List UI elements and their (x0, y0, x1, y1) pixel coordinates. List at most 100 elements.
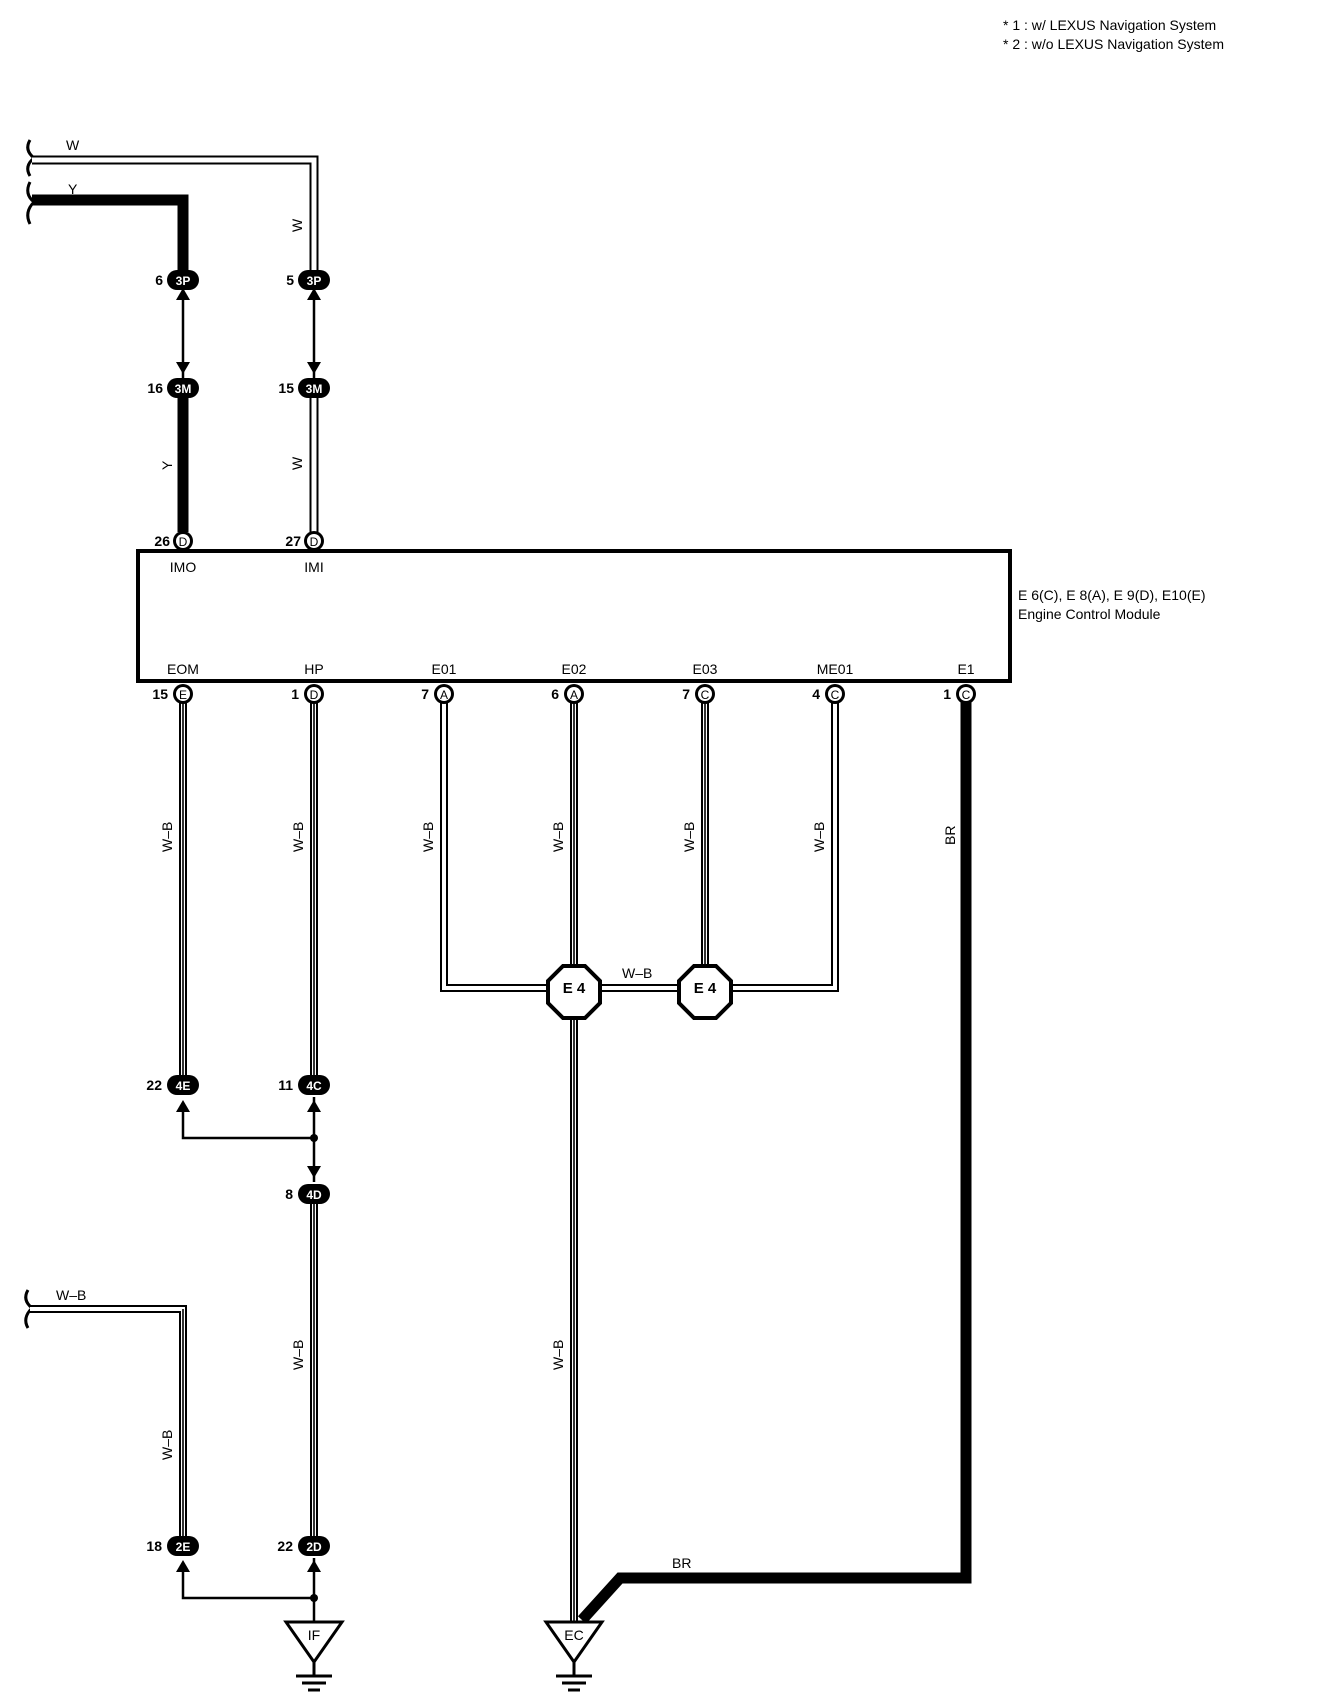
terminal-imo: IMO (170, 559, 197, 575)
wire-label-br-1: BR (942, 826, 958, 845)
arrow-up (176, 1100, 190, 1112)
svg-text:4E: 4E (176, 1079, 191, 1093)
note-1: * 1 : w/ LEXUS Navigation System (1003, 17, 1216, 33)
pin-26: 26 (154, 533, 170, 549)
wire-label-wb-eom: W–B (159, 822, 175, 852)
wire-label-wb-junction: W–B (622, 965, 652, 981)
wire-label-y-1: Y (68, 181, 78, 197)
terminal-me01: ME01 (817, 661, 854, 677)
connector-d-imo: D (173, 531, 193, 551)
wire-label-y-2: Y (159, 460, 175, 470)
svg-text:D: D (179, 535, 188, 549)
connector-c-e1: C (956, 684, 976, 704)
connector-e-eom: E (173, 684, 193, 704)
svg-text:D: D (310, 688, 319, 702)
pin-18-2e: 18 (146, 1538, 162, 1554)
connector-a-e01: A (434, 684, 454, 704)
terminal-imi: IMI (304, 559, 323, 575)
svg-text:C: C (831, 688, 840, 702)
connector-3p-left: 3P (167, 270, 199, 290)
terminal-e01: E01 (432, 661, 457, 677)
connector-3m-right: 3M (298, 378, 330, 398)
wire-y-top (32, 194, 189, 270)
pin-4-me01: 4 (812, 686, 820, 702)
arrow-up (176, 1560, 190, 1572)
link-4e-4c (181, 1108, 314, 1140)
svg-text:IF: IF (308, 1627, 320, 1643)
connector-4d: 4D (298, 1184, 330, 1204)
wire-label-wb-left-1: W–B (56, 1287, 86, 1303)
svg-text:3P: 3P (176, 274, 191, 288)
pin-8-4d: 8 (285, 1186, 293, 1202)
wire-label-w-1: W (66, 137, 80, 153)
wire-label-w-2: W (289, 218, 305, 232)
svg-text:4C: 4C (306, 1079, 322, 1093)
svg-text:2D: 2D (306, 1540, 322, 1554)
connector-a-e02: A (564, 684, 584, 704)
pin-1-e1: 1 (943, 686, 951, 702)
terminal-e1: E1 (957, 661, 974, 677)
wire-w-top (32, 155, 319, 270)
pin-5: 5 (286, 272, 294, 288)
arrow-up (176, 288, 190, 300)
terminal-eom: EOM (167, 661, 199, 677)
wire-label-br-2: BR (672, 1555, 691, 1571)
wire-label-wb-4d: W–B (290, 1340, 306, 1370)
terminal-e03: E03 (693, 661, 718, 677)
note-2: * 2 : w/o LEXUS Navigation System (1003, 36, 1224, 52)
arrow-up (307, 288, 321, 300)
ecm-box (136, 549, 1012, 683)
svg-text:3M: 3M (306, 382, 323, 396)
wire-label-w-3: W (289, 456, 305, 470)
svg-text:E 4: E 4 (694, 980, 717, 997)
connector-3p-right: 3P (298, 270, 330, 290)
pin-16: 16 (147, 380, 163, 396)
connector-2d: 2D (298, 1536, 330, 1556)
pin-15: 15 (278, 380, 294, 396)
wire-label-wb-e01: W–B (420, 822, 436, 852)
connector-4c: 4C (298, 1075, 330, 1095)
link-2e-2d (181, 1568, 314, 1600)
svg-text:C: C (701, 688, 710, 702)
connector-c-e03: C (695, 684, 715, 704)
pin-15-eom: 15 (152, 686, 168, 702)
splice-dot (310, 1594, 318, 1602)
wire-wb-e01 (440, 700, 574, 992)
connector-d-imi: D (304, 531, 324, 551)
svg-text:4D: 4D (306, 1188, 322, 1202)
connector-d-hp: D (304, 684, 324, 704)
wire-label-wb-e02-low: W–B (550, 1340, 566, 1370)
pin-6-e02: 6 (551, 686, 559, 702)
ground-if: IF (283, 1620, 345, 1692)
svg-text:EC: EC (564, 1627, 583, 1643)
ecm-connectors: E 6(C), E 8(A), E 9(D), E10(E) (1018, 587, 1205, 603)
svg-text:E 4: E 4 (563, 980, 586, 997)
svg-text:C: C (962, 688, 971, 702)
terminal-e02: E02 (562, 661, 587, 677)
pin-22-4e: 22 (146, 1077, 162, 1093)
wire-label-wb-me01: W–B (811, 822, 827, 852)
wire-label-wb-e02: W–B (550, 822, 566, 852)
ecm-name: Engine Control Module (1018, 606, 1161, 622)
arrow-down (307, 362, 321, 374)
ground-ec: EC (543, 1620, 605, 1692)
terminal-hp: HP (304, 661, 323, 677)
wire-wb-me01 (705, 700, 839, 992)
connector-3m-left: 3M (167, 378, 199, 398)
arrow-up (307, 1100, 321, 1112)
arrow-up (307, 1560, 321, 1572)
wire-label-wb-hp: W–B (290, 822, 306, 852)
svg-text:2E: 2E (176, 1540, 191, 1554)
junction-e4-left: E 4 (546, 964, 602, 1020)
svg-text:3P: 3P (307, 274, 322, 288)
wire-label-wb-e03: W–B (681, 822, 697, 852)
arrow-down (307, 1166, 321, 1178)
pin-7-e01: 7 (421, 686, 429, 702)
pin-27: 27 (285, 533, 301, 549)
wire-wb-left (30, 1305, 187, 1536)
svg-text:3M: 3M (175, 382, 192, 396)
pin-22-2d: 22 (277, 1538, 293, 1554)
wire-label-wb-left-2: W–B (159, 1430, 175, 1460)
junction-e4-right: E 4 (677, 964, 733, 1020)
